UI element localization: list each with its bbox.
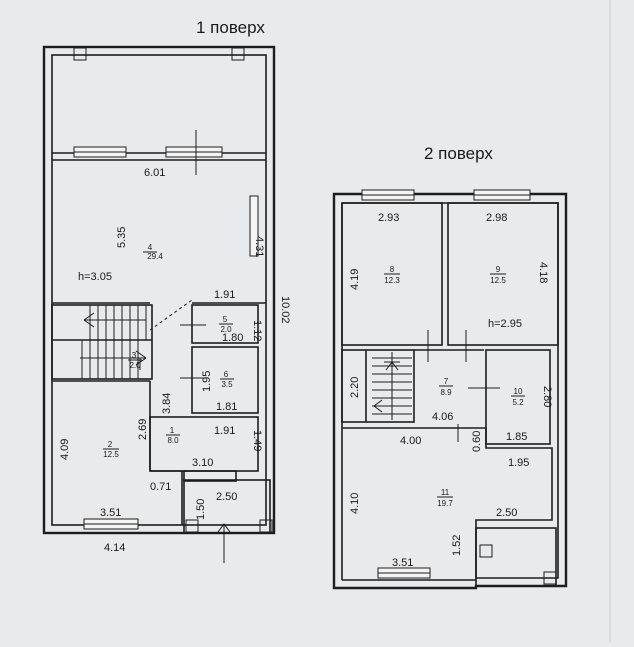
svg-text:4.09: 4.09	[59, 439, 71, 460]
room-5	[191, 304, 259, 344]
svg-text:5.35: 5.35	[116, 227, 128, 248]
svg-text:3: 3	[132, 351, 137, 360]
room-11	[342, 427, 553, 578]
svg-text:1.52: 1.52	[451, 535, 463, 556]
svg-text:0.71: 0.71	[150, 481, 171, 493]
room-label-6: 6 3.5	[220, 370, 234, 389]
svg-text:4.31: 4.31	[253, 236, 265, 257]
svg-text:10: 10	[514, 387, 523, 396]
room-label-4: 4 29.4	[143, 243, 163, 261]
floor1-title: 1 поверх	[196, 18, 265, 37]
svg-text:5: 5	[223, 315, 228, 324]
svg-text:6.01: 6.01	[144, 167, 165, 179]
column-marker	[479, 544, 493, 558]
stairs	[51, 304, 153, 380]
svg-text:1.95: 1.95	[508, 457, 529, 469]
svg-text:12.3: 12.3	[384, 276, 400, 285]
svg-text:8: 8	[390, 265, 395, 274]
svg-text:9: 9	[496, 265, 501, 274]
svg-text:1.49: 1.49	[251, 430, 263, 451]
stairs	[341, 349, 415, 423]
svg-text:1: 1	[170, 426, 175, 435]
svg-text:7: 7	[444, 377, 449, 386]
svg-text:4.18: 4.18	[537, 262, 549, 283]
room-label-1: 1 8.0	[166, 426, 180, 445]
svg-text:5.2: 5.2	[512, 398, 524, 407]
svg-text:1.91: 1.91	[214, 289, 235, 301]
svg-text:2.50: 2.50	[216, 491, 237, 503]
svg-text:2: 2	[108, 440, 113, 449]
room-label-7: 7 8.9	[439, 377, 453, 397]
svg-text:2.80: 2.80	[541, 386, 553, 407]
floor2-title: 2 поверх	[424, 144, 493, 163]
svg-text:11: 11	[441, 488, 450, 497]
svg-text:4.19: 4.19	[349, 269, 361, 290]
svg-text:3.51: 3.51	[392, 557, 413, 569]
svg-text:3.51: 3.51	[100, 507, 121, 519]
svg-text:1.85: 1.85	[506, 431, 527, 443]
svg-text:1.91: 1.91	[214, 425, 235, 437]
svg-text:4.00: 4.00	[400, 435, 421, 447]
svg-text:2.69: 2.69	[137, 419, 149, 440]
column-marker	[259, 519, 273, 533]
door-swing	[149, 299, 193, 331]
svg-text:4.10: 4.10	[349, 493, 361, 514]
svg-text:4.06: 4.06	[432, 411, 453, 423]
svg-text:12.5: 12.5	[103, 450, 119, 459]
room-label-3: 3 2.0	[128, 351, 142, 370]
room-label-10: 10 5.2	[511, 387, 525, 407]
floor2-height-note: h=2.95	[488, 318, 522, 330]
svg-text:2.20: 2.20	[349, 377, 361, 398]
svg-text:2.98: 2.98	[486, 212, 507, 224]
svg-text:3.5: 3.5	[221, 380, 233, 389]
room-8	[341, 202, 443, 346]
floor1-dimensions: 6.01 5.35 4.31 1.91 1.12 1.80 1.95 1.81 …	[59, 167, 291, 554]
svg-text:2.93: 2.93	[378, 212, 399, 224]
svg-text:3.10: 3.10	[192, 457, 213, 469]
room-label-5: 5 2.0	[219, 315, 233, 334]
room-9	[447, 202, 559, 346]
window	[249, 195, 259, 257]
svg-text:19.7: 19.7	[437, 499, 453, 508]
svg-text:8.0: 8.0	[167, 436, 179, 445]
svg-text:12.5: 12.5	[490, 276, 506, 285]
floor2-plan: 2 поверх	[332, 144, 568, 590]
room-10	[485, 349, 551, 445]
svg-text:3.84: 3.84	[161, 393, 173, 414]
floor1-height-note: h=3.05	[78, 271, 112, 283]
svg-text:1.81: 1.81	[216, 401, 237, 413]
svg-text:1.80: 1.80	[222, 332, 243, 344]
room-label-8: 8 12.3	[384, 265, 400, 285]
floor1-outer-wall	[42, 45, 276, 535]
column-marker	[185, 519, 199, 533]
svg-text:1.50: 1.50	[195, 499, 207, 520]
svg-text:1.95: 1.95	[201, 371, 213, 392]
svg-text:6: 6	[224, 370, 229, 379]
svg-text:1.12: 1.12	[251, 320, 263, 341]
column-marker	[231, 47, 245, 61]
floor1-inner-wall	[51, 54, 267, 526]
entrance-vestibule	[183, 479, 271, 534]
room-label-11: 11 19.7	[437, 488, 453, 508]
svg-text:2.0: 2.0	[220, 325, 232, 334]
floor1-plan: 1 поверх	[42, 18, 291, 563]
room-label-2: 2 12.5	[103, 440, 119, 459]
svg-text:4.14: 4.14	[104, 542, 125, 554]
svg-text:2.0: 2.0	[129, 361, 141, 370]
column-marker	[73, 47, 87, 61]
svg-text:2.50: 2.50	[496, 507, 517, 519]
svg-text:10.02: 10.02	[279, 296, 291, 324]
svg-text:29.4: 29.4	[147, 252, 163, 261]
svg-text:8.9: 8.9	[440, 388, 452, 397]
balcony	[475, 527, 557, 587]
column-marker	[543, 571, 557, 585]
stair-steps	[372, 352, 412, 420]
room-6	[191, 346, 259, 414]
svg-text:4: 4	[148, 243, 153, 252]
svg-text:0.60: 0.60	[471, 431, 483, 452]
room-label-9: 9 12.5	[490, 265, 506, 285]
floor2-dimensions: 2.93 2.98 4.19 4.18 2.20 4.06 2.80 4.00 …	[349, 212, 553, 569]
